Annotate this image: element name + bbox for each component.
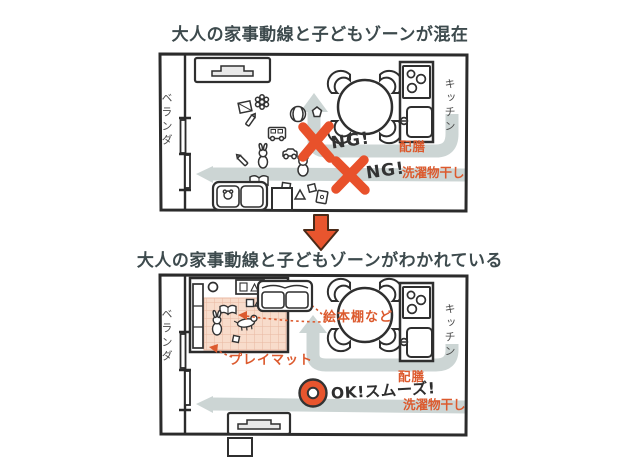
sink [399,327,433,358]
kitchen-counter [398,281,435,363]
chair [378,69,404,95]
flower-toy [254,94,270,110]
bunny-doll [211,309,223,336]
serving-route-arrow [299,315,459,372]
chair [326,69,352,95]
teddy-on-sofa [222,189,234,200]
block-toy [293,188,307,200]
veranda-door [179,330,191,412]
chair [378,277,404,303]
ng-cross-icon [331,155,370,195]
laundry-route-arrow [196,166,467,183]
ng-cross-icon [298,121,335,163]
before-title: 大人の家事動線と子どもゾーンが混在 [171,25,469,45]
gem-block-toy [311,106,323,118]
horse-doll [233,314,258,331]
laundry-route-label: 洗濯物干し [402,165,465,180]
kitchen-label: キッチン [443,303,456,359]
sofa [211,180,269,212]
tv-unit [193,56,272,84]
car-toy [282,148,298,160]
crayon-toy [235,153,249,167]
veranda-label: ベランダ [160,92,173,148]
block-toy [231,334,241,344]
chair [326,327,352,353]
crayon-toy [245,112,256,127]
serving-route-label: 配膳 [398,369,426,384]
picture-book-toy [237,99,253,115]
bunny-doll [257,142,269,169]
card-toy [315,189,329,205]
kitchen-counter [398,60,435,144]
ball-toy [289,105,307,123]
open-book-toy [219,304,237,316]
ok-circle-icon [298,378,328,408]
after-title: 大人の家事動線と子どもゾーンがわかれている [136,251,504,271]
down-arrow-icon [303,214,339,251]
sink [399,106,433,138]
laundry-route-arrow [196,396,467,414]
kitchen-label: キッチン [443,78,456,134]
outdoor-step [227,437,253,457]
serving-route-label: 配膳 [399,139,427,154]
side-table [271,187,293,211]
floor-plan-before [158,52,469,213]
bus-toy [267,126,287,142]
veranda-label: ベランダ [160,308,173,364]
bookshelf-label: 絵本棚など [323,310,394,325]
playmat-label: プレイマット [229,353,314,368]
laundry-route-label: 洗濯物干し [403,397,466,412]
floor-plan-after [158,273,469,457]
chair [326,277,352,303]
block-toy [306,182,318,194]
sofa [256,279,314,313]
stove [402,286,431,319]
dining-table [326,69,404,145]
dining-table [326,277,404,353]
tv-unit [226,411,292,436]
veranda-door [179,116,191,192]
stove [402,65,431,99]
